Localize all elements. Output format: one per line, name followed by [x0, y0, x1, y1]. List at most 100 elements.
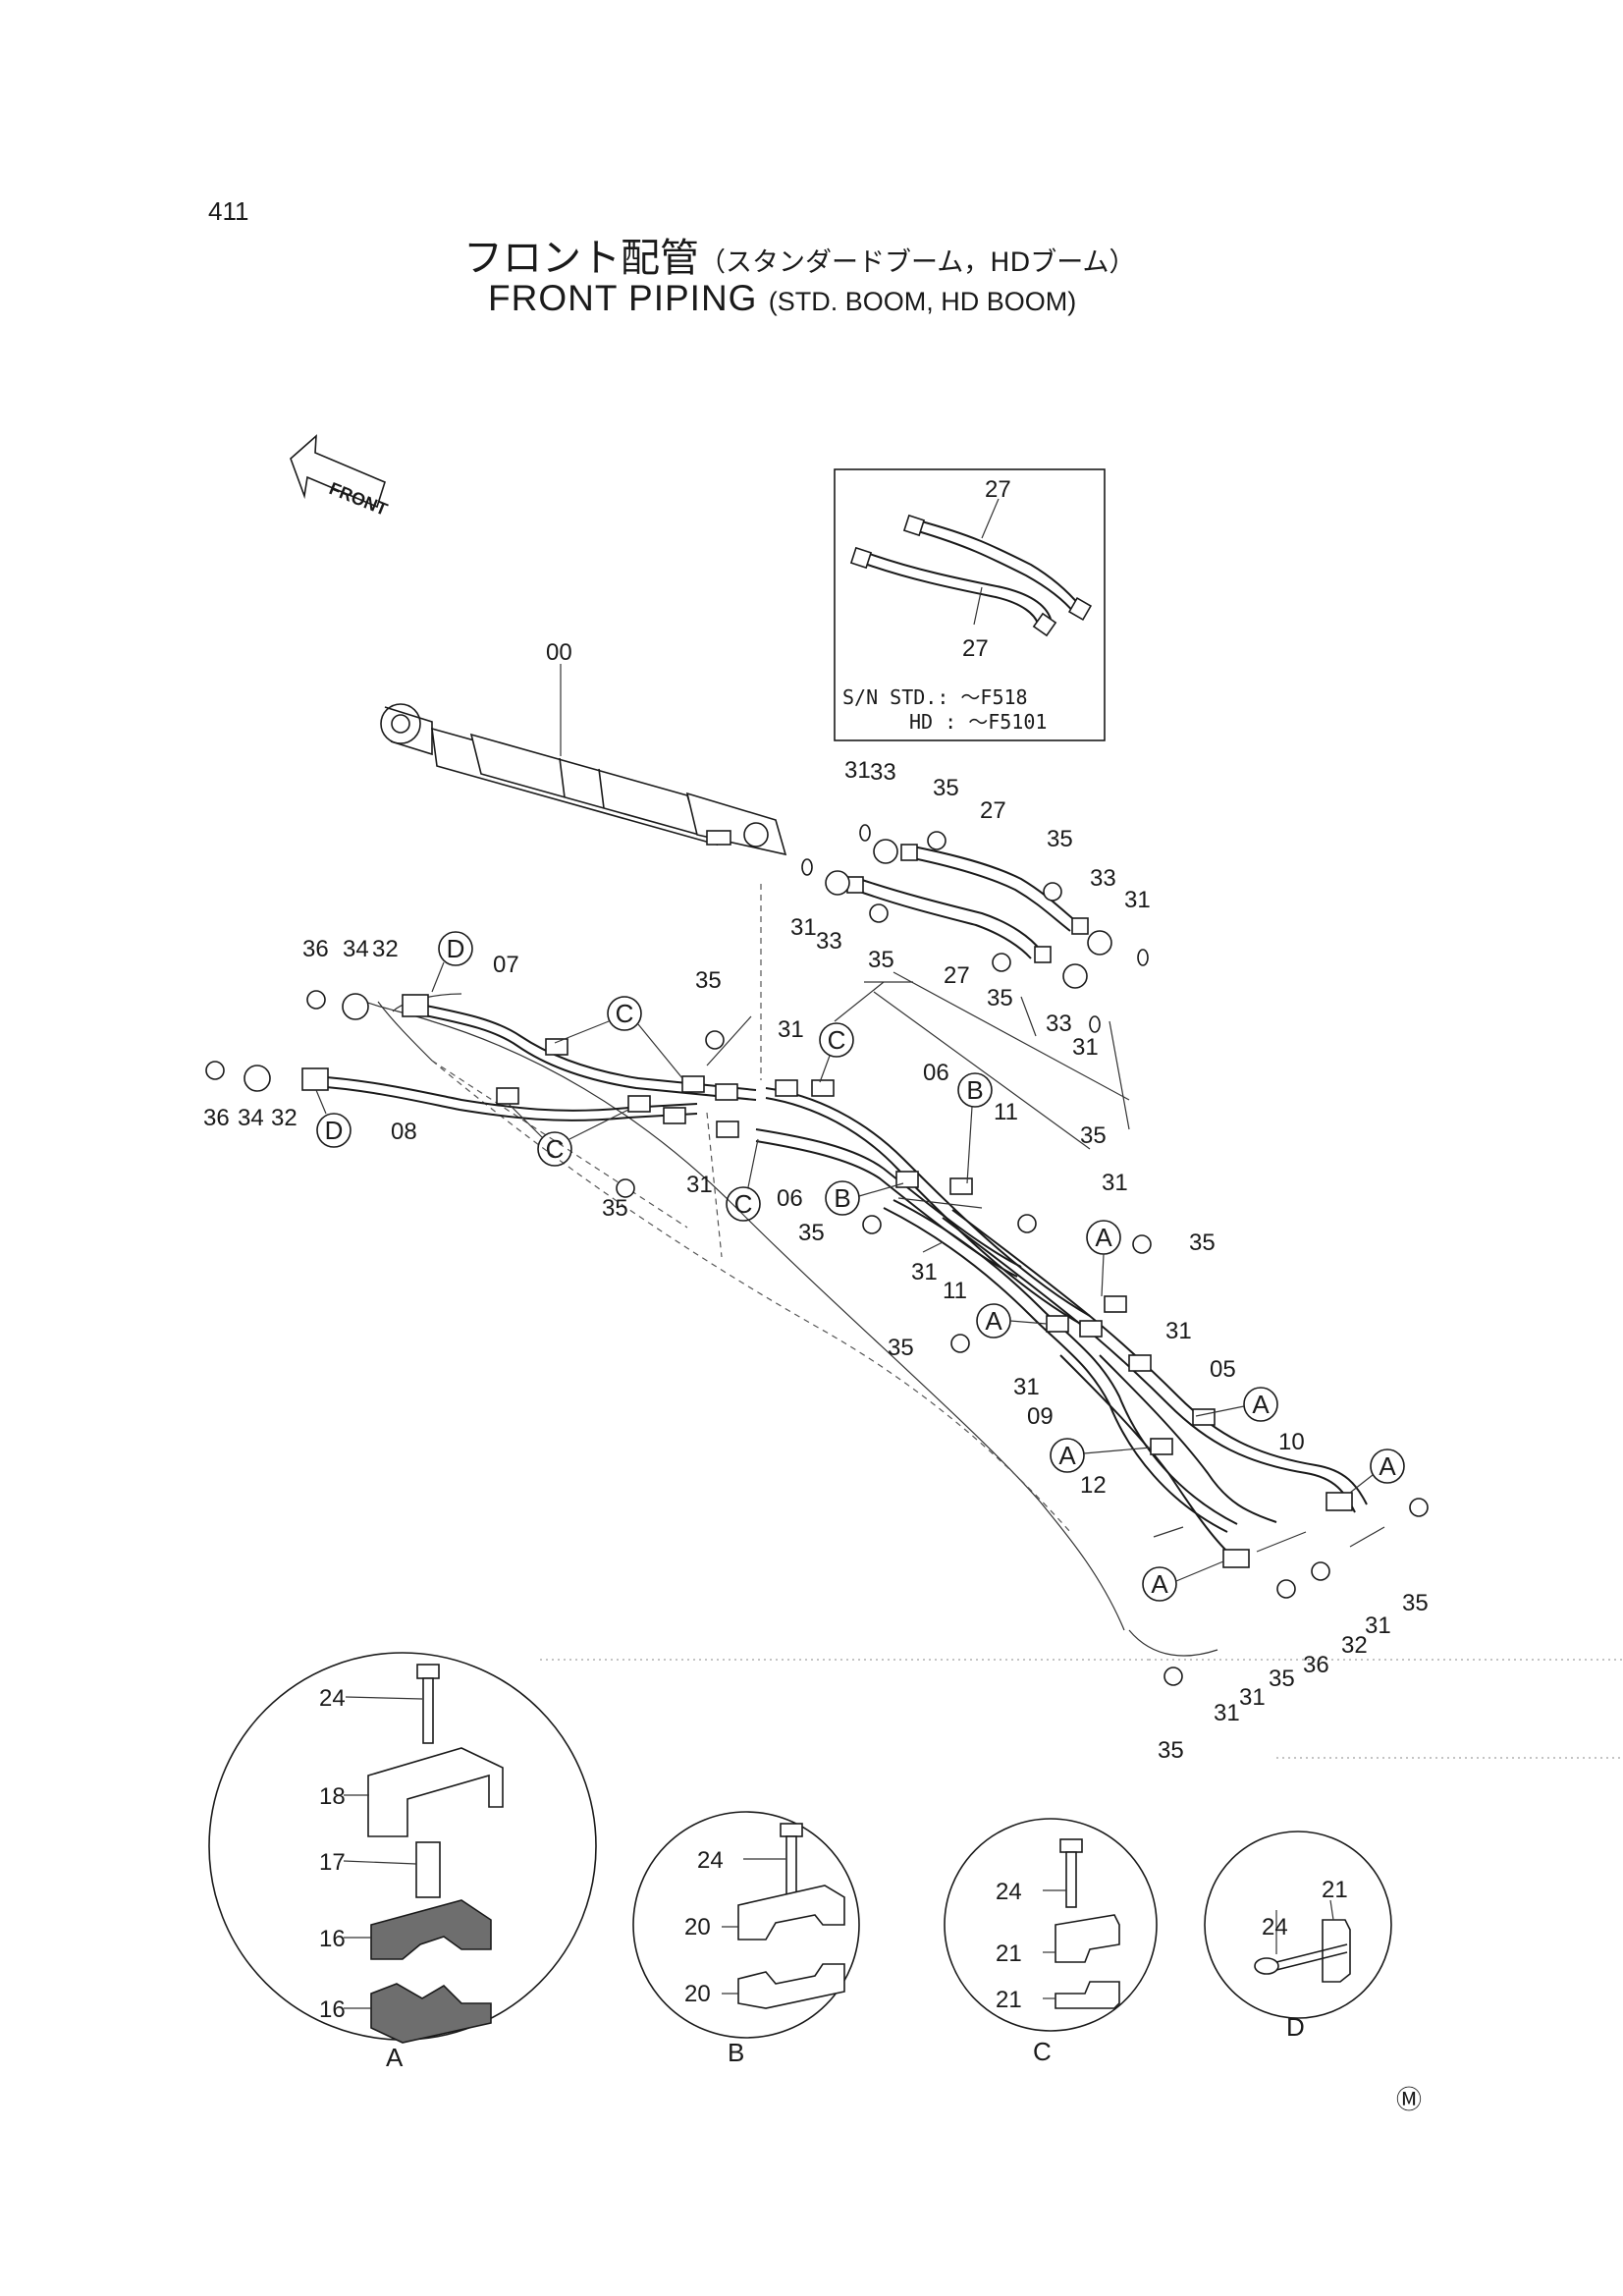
callout-07: 07	[493, 952, 519, 978]
svg-text:D: D	[325, 1116, 344, 1145]
detail-a-17: 17	[319, 1849, 346, 1876]
detail-b-24: 24	[697, 1847, 724, 1874]
detail-b-20b: 20	[684, 1981, 711, 2007]
callout-05: 05	[1210, 1356, 1236, 1383]
inset-label-bottom: 27	[962, 635, 989, 662]
detail-c-24: 24	[996, 1879, 1022, 1905]
callout-33a: 33	[870, 759, 896, 786]
callout-31c: 31	[1124, 887, 1151, 913]
marker-b-2: B	[825, 1180, 904, 1216]
callout-36b: 36	[203, 1105, 230, 1131]
callout-08: 08	[391, 1119, 417, 1145]
svg-text:C: C	[616, 999, 634, 1028]
marker-c-4: C	[726, 1138, 761, 1222]
detail-c-21a: 21	[996, 1941, 1022, 1967]
front-arrow-label: FRONT	[327, 478, 391, 519]
inset-box: 27 27 S/N STD.: ～F518 HD : ～F5101	[834, 468, 1106, 741]
bolts	[205, 831, 1429, 1686]
marker-a-1: A	[1086, 1220, 1121, 1297]
callout-35a: 35	[933, 775, 959, 801]
callout-35i: 35	[1189, 1230, 1216, 1256]
callout-35m: 35	[1158, 1737, 1184, 1764]
marker-d-top: D	[431, 931, 473, 993]
footer-mark: Ⓜ	[1396, 2085, 1422, 2114]
title-english: FRONT PIPING (STD. BOOM, HD BOOM)	[488, 278, 1076, 319]
title-jp-sub: （スタンダードブーム，HDブーム）	[699, 247, 1136, 278]
svg-text:D: D	[447, 934, 465, 963]
callout-31m: 31	[1214, 1700, 1240, 1726]
detail-d-21: 21	[1322, 1877, 1348, 1903]
title-en-sub: (STD. BOOM, HD BOOM)	[768, 287, 1077, 316]
callout-35g: 35	[1080, 1122, 1107, 1149]
pipes-lower-group	[883, 1171, 1368, 1568]
callout-31b: 31	[790, 914, 817, 941]
callout-31i: 31	[1165, 1318, 1192, 1344]
detail-d-24: 24	[1262, 1914, 1288, 1941]
detail-c-label: C	[1033, 2037, 1052, 2066]
detail-a-24: 24	[319, 1685, 346, 1712]
detail-d-label: D	[1286, 2012, 1305, 2042]
title-en-main: FRONT PIPING	[488, 278, 758, 318]
callout-36a: 36	[302, 936, 329, 962]
marker-a-6: A	[1142, 1560, 1224, 1602]
detail-c: 24 21 21 C	[944, 1818, 1158, 2066]
detail-a-18: 18	[319, 1783, 346, 1810]
callout-34b: 34	[238, 1105, 264, 1131]
callout-27a: 27	[980, 797, 1006, 824]
callout-31a: 31	[844, 757, 871, 784]
detail-b: 24 20 20 B	[632, 1811, 860, 2067]
detail-a-label: A	[386, 2043, 404, 2072]
callout-00: 00	[546, 639, 572, 666]
callout-36c: 36	[1303, 1652, 1329, 1678]
callout-11a: 11	[994, 1099, 1018, 1125]
leader-lines	[540, 884, 1623, 1759]
callout-35f: 35	[602, 1195, 628, 1222]
marker-a-2: A	[976, 1303, 1048, 1339]
detail-a-bolt	[416, 1664, 440, 1744]
marker-a-5: A	[1349, 1449, 1405, 1494]
marker-b-1: B	[957, 1072, 993, 1184]
callout-31k: 31	[1365, 1613, 1391, 1639]
callout-35h: 35	[798, 1220, 825, 1246]
callout-31d: 31	[1072, 1034, 1099, 1061]
callout-32c: 32	[1341, 1632, 1368, 1659]
callout-06a: 06	[777, 1185, 803, 1212]
inset-sn-line2: HD : ～F5101	[909, 710, 1047, 734]
title-jp-main: フロント配管	[463, 236, 699, 281]
callout-35d: 35	[987, 985, 1013, 1011]
pipes-06	[716, 1079, 1091, 1327]
detail-b-20a: 20	[684, 1914, 711, 1941]
callout-32b: 32	[271, 1105, 298, 1131]
callout-06b: 06	[923, 1060, 949, 1086]
callout-27b: 27	[944, 962, 970, 989]
callout-31h: 31	[911, 1259, 938, 1285]
callout-35l: 35	[1269, 1666, 1295, 1692]
callout-12: 12	[1080, 1472, 1107, 1499]
svg-text:C: C	[546, 1134, 565, 1164]
detail-b-label: B	[728, 2038, 744, 2067]
callout-33c: 33	[1090, 865, 1116, 892]
boom-cylinder: 00	[380, 639, 787, 856]
svg-text:A: A	[1095, 1223, 1112, 1252]
callout-34a: 34	[343, 936, 369, 962]
hoses-27	[801, 824, 1149, 1033]
title-japanese: フロント配管（スタンダードブーム，HDブーム）	[463, 226, 1135, 283]
callout-31l: 31	[1239, 1684, 1266, 1711]
callout-31j: 31	[1013, 1374, 1040, 1400]
callout-33b: 33	[816, 928, 842, 955]
marker-d-bottom: D	[315, 1089, 352, 1148]
pipes-07-08	[301, 994, 757, 1124]
callout-33d: 33	[1046, 1011, 1072, 1037]
inset-sn-line1: S/N STD.: ～F518	[842, 685, 1028, 709]
detail-c-21b: 21	[996, 1987, 1022, 2013]
page-number: 411	[208, 196, 249, 226]
callout-35j: 35	[888, 1335, 914, 1361]
marker-c-3: C	[508, 1103, 629, 1167]
detail-d: 21 24 D	[1204, 1831, 1392, 2042]
callout-31f: 31	[686, 1172, 713, 1198]
callout-35b: 35	[1047, 826, 1073, 852]
svg-text:A: A	[1058, 1441, 1076, 1470]
inset-label-top: 27	[985, 476, 1011, 503]
callout-35k: 35	[1402, 1590, 1429, 1616]
callout-35e: 35	[695, 967, 722, 994]
